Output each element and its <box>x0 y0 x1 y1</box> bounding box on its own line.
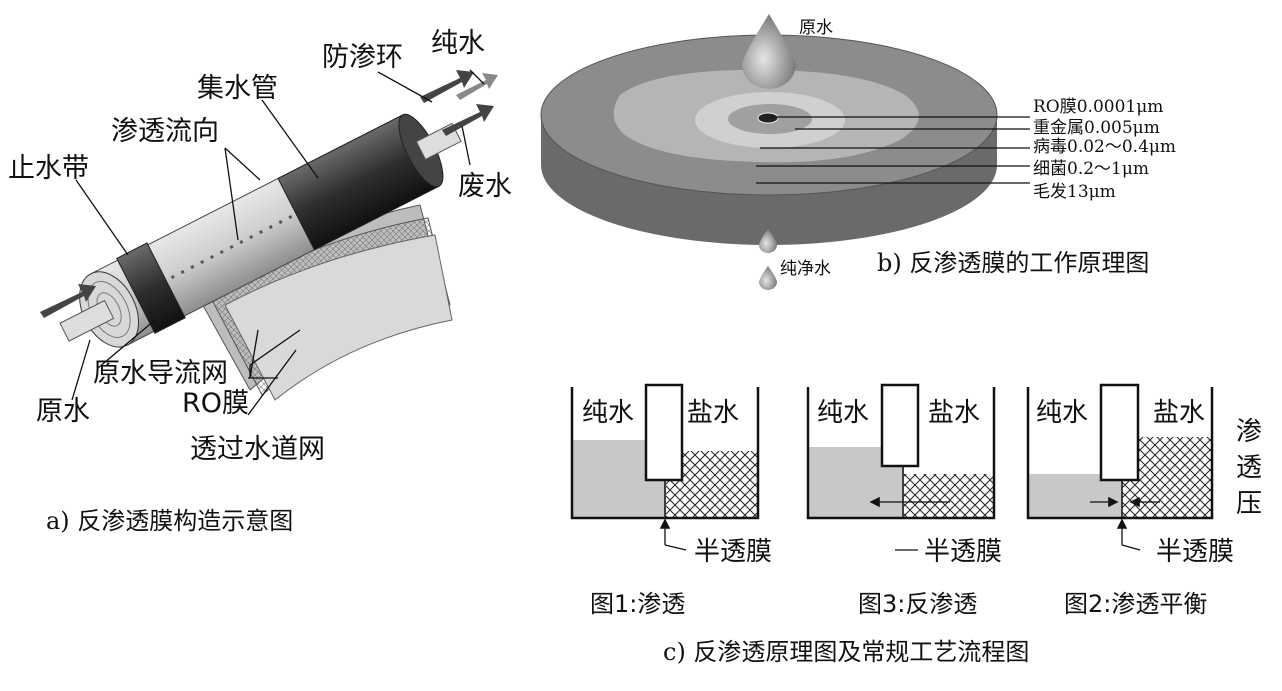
panel-c-osmosis: 纯水 盐水 半透膜 图1:渗透 纯水 盐水 半透膜 图3:反渗透 <box>570 383 1262 666</box>
raw-water-drop-icon <box>742 14 796 89</box>
fig2-caption: 图2:渗透平衡 <box>1064 590 1207 618</box>
panel-b-leader-lines <box>756 116 1030 184</box>
label-ro-membrane: RO膜 <box>182 388 249 419</box>
layer-ro: RO膜0.0001μm <box>1033 97 1163 117</box>
layer-bacteria: 细菌0.2～1μm <box>1033 159 1149 179</box>
fig3-reverse-osmosis: 纯水 盐水 半透膜 图3:反渗透 <box>806 383 1002 618</box>
caption-c: c) 反渗透原理图及常规工艺流程图 <box>663 638 1029 666</box>
fig1-salt-water: 盐水 <box>687 398 739 428</box>
fig1-pure-water: 纯水 <box>582 398 634 428</box>
fig2-osmotic-equilibrium: 纯水 盐水 半透膜 图2:渗透平衡 渗 透 压 <box>1026 383 1262 618</box>
caption-a: a) 反渗透膜构造示意图 <box>46 507 293 535</box>
layer-heavy-metal: 重金属0.005μm <box>1033 118 1160 138</box>
label-permeate-channel-net: 透过水道网 <box>190 434 325 465</box>
osmotic-pressure-char-3: 压 <box>1236 489 1262 519</box>
fig1-membrane: 半透膜 <box>694 537 772 567</box>
pure-water-drop-icon-2 <box>759 266 777 290</box>
label-raw-water-a: 原水 <box>36 396 90 427</box>
fig2-salt-water: 盐水 <box>1153 398 1205 428</box>
pure-water-drop-icon <box>759 229 777 253</box>
caption-b: b) 反渗透膜的工作原理图 <box>877 249 1149 277</box>
fig1-osmosis: 纯水 盐水 半透膜 图1:渗透 <box>570 383 772 618</box>
label-raw-water-b: 原水 <box>799 18 833 38</box>
label-pure-water-a: 纯水 <box>431 28 485 59</box>
label-water-stop-band: 止水带 <box>8 153 89 184</box>
fig3-membrane: 半透膜 <box>924 537 1002 567</box>
label-waste-water: 废水 <box>458 171 512 202</box>
fig3-salt-water: 盐水 <box>928 398 980 428</box>
panel-a-leader-lines <box>71 69 485 416</box>
label-permeate-flow: 渗透流向 <box>111 116 219 147</box>
osmotic-pressure-char-1: 渗 <box>1236 417 1262 447</box>
module-cylinder <box>59 113 462 348</box>
layer-virus: 病毒0.02～0.4μm <box>1033 137 1176 157</box>
panel-a-membrane-module: 纯水 防渗环 集水管 渗透流向 废水 止水带 原水导流网 原水 RO膜 透过水道… <box>8 28 512 535</box>
osmotic-pressure-char-2: 透 <box>1236 453 1262 483</box>
label-anti-seep-ring: 防渗环 <box>322 42 403 73</box>
fig3-caption: 图3:反渗透 <box>858 590 977 618</box>
label-collect-pipe: 集水管 <box>197 73 278 104</box>
flow-arrows <box>40 70 498 318</box>
panel-b-working-principle: 原水 纯净水 RO膜0.0001μm 重金属0.005μm 病毒0.02～0.4… <box>540 14 1176 290</box>
unrolled-membrane-sheets <box>199 204 453 401</box>
fig3-pure-water: 纯水 <box>817 398 869 428</box>
label-raw-water-guide-net: 原水导流网 <box>93 358 228 389</box>
label-pure-water-b: 纯净水 <box>780 259 831 279</box>
fig2-membrane: 半透膜 <box>1156 537 1234 567</box>
layer-hair: 毛发13μm <box>1033 182 1116 202</box>
fig1-caption: 图1:渗透 <box>590 590 685 618</box>
fig2-pure-water: 纯水 <box>1036 398 1088 428</box>
